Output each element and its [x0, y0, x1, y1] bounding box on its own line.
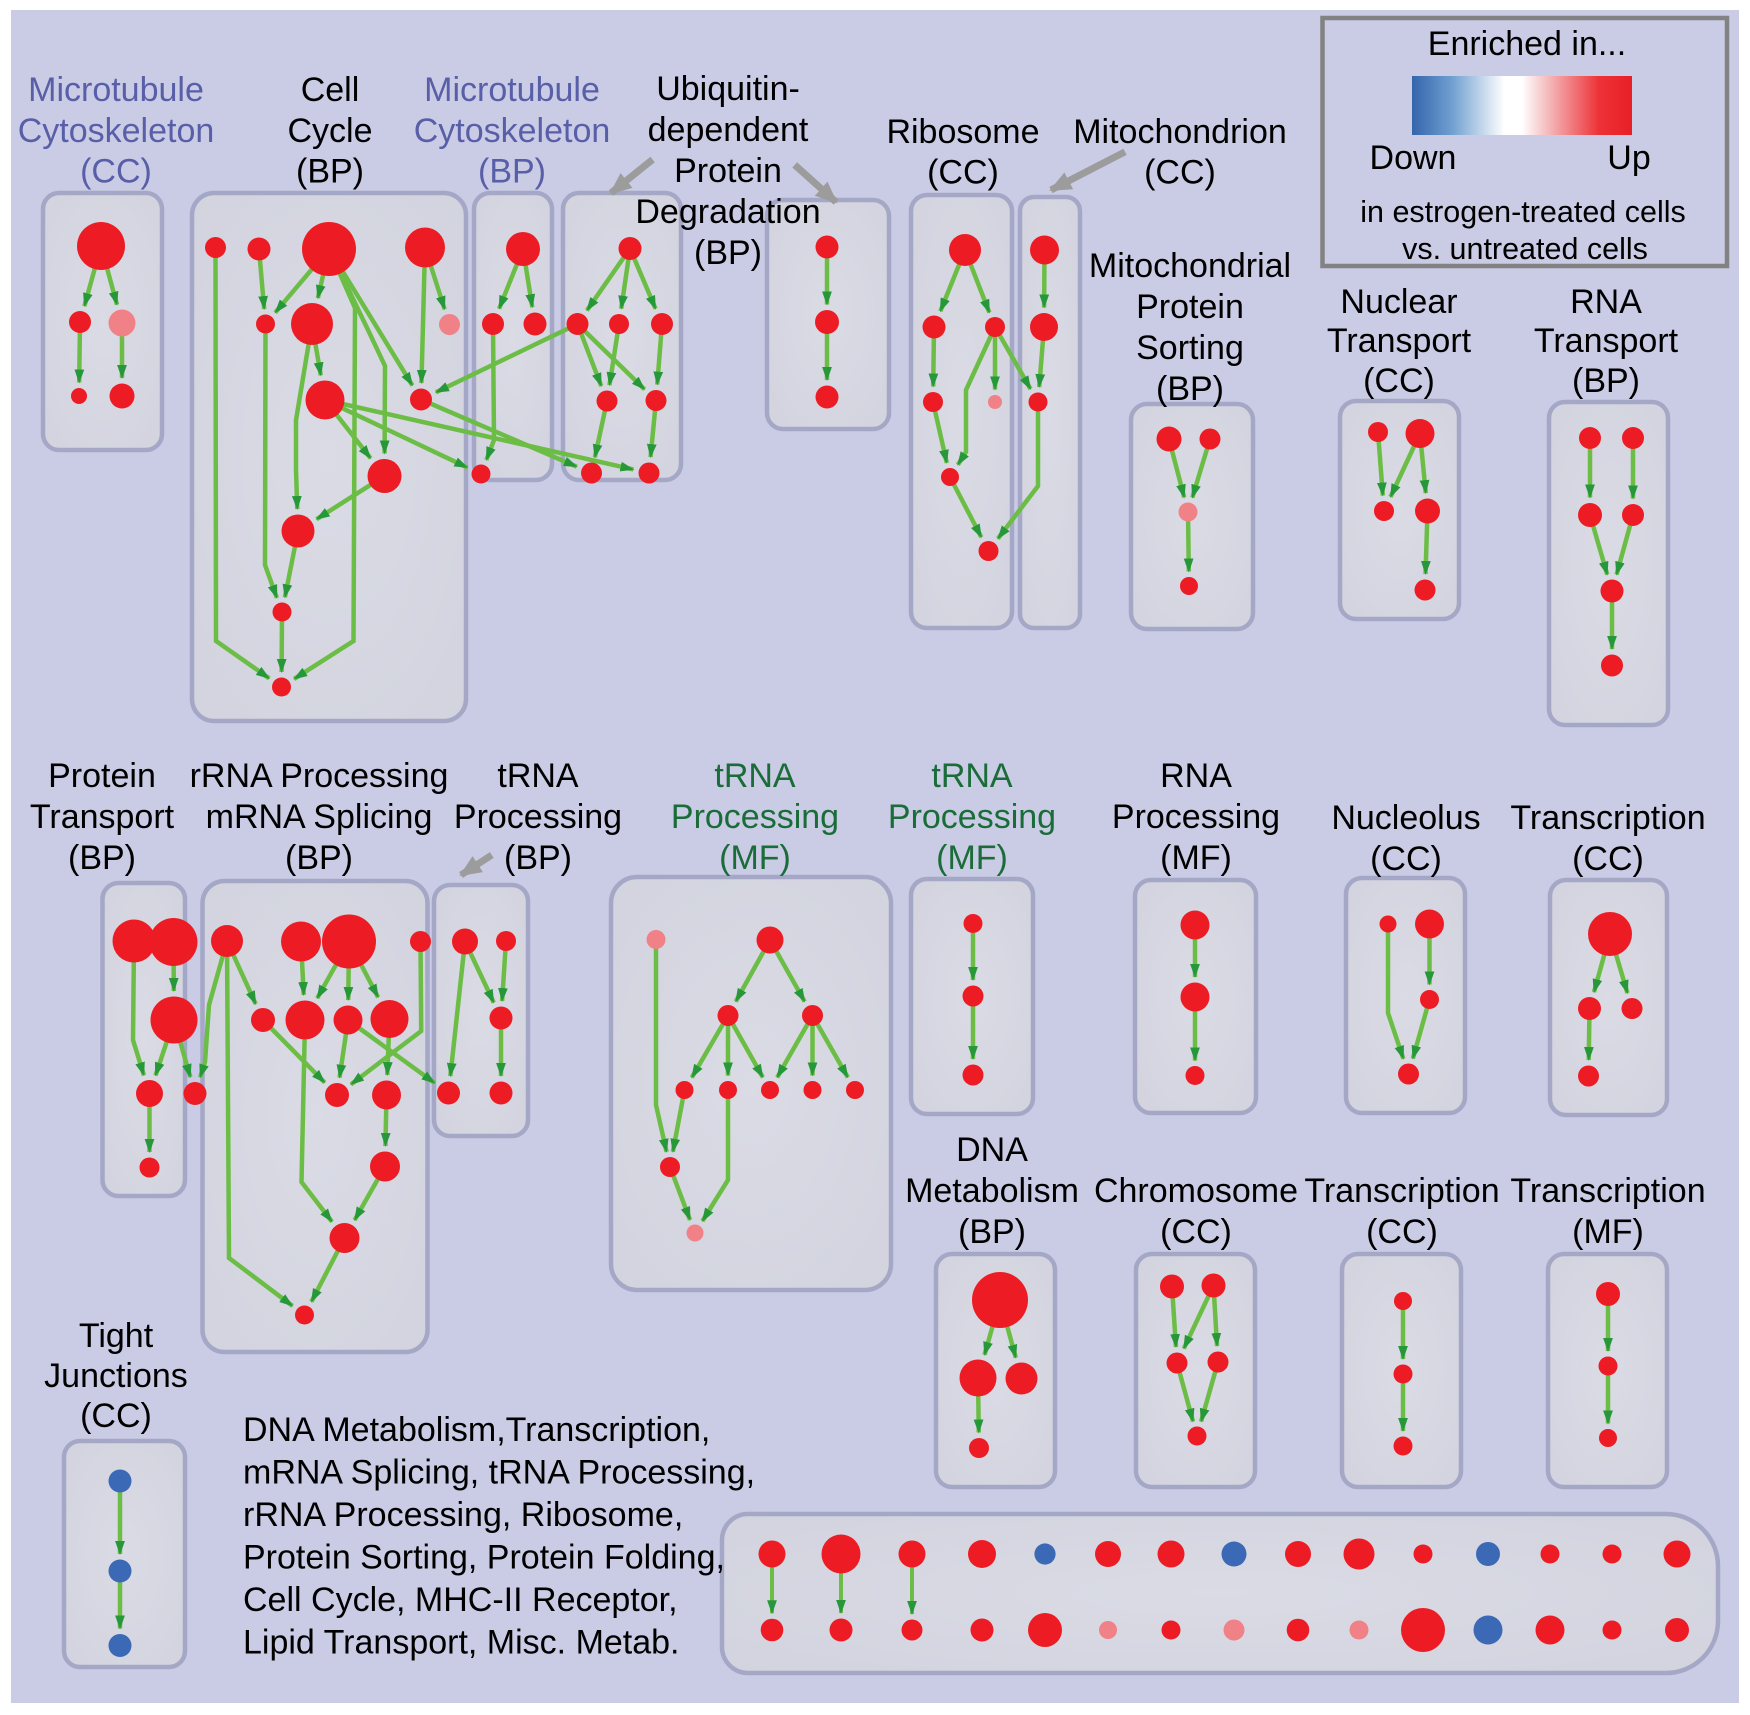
svg-text:Chromosome: Chromosome	[1094, 1172, 1298, 1210]
svg-text:in estrogen-treated cells: in estrogen-treated cells	[1360, 195, 1686, 229]
svg-text:Transport: Transport	[1534, 322, 1679, 360]
svg-text:Processing: Processing	[671, 798, 839, 836]
svg-text:RNA: RNA	[1160, 757, 1232, 795]
svg-text:(CC): (CC)	[80, 1397, 152, 1435]
svg-text:(CC): (CC)	[80, 153, 152, 191]
svg-text:Junctions: Junctions	[44, 1357, 188, 1395]
svg-text:(MF): (MF)	[936, 839, 1008, 877]
svg-text:Cycle: Cycle	[287, 112, 372, 150]
svg-text:Transport: Transport	[1327, 322, 1472, 360]
svg-text:Degradation: Degradation	[635, 193, 820, 231]
svg-text:(CC): (CC)	[927, 154, 999, 192]
svg-text:(BP): (BP)	[285, 839, 353, 877]
svg-text:(BP): (BP)	[1156, 370, 1224, 408]
svg-text:Down: Down	[1370, 139, 1457, 177]
svg-text:tRNA: tRNA	[714, 757, 796, 795]
svg-text:Transcription: Transcription	[1304, 1172, 1499, 1210]
svg-text:Microtubule: Microtubule	[424, 71, 600, 109]
svg-text:Protein: Protein	[1136, 288, 1244, 326]
svg-text:Cytoskeleton: Cytoskeleton	[18, 112, 215, 150]
svg-text:(BP): (BP)	[478, 153, 546, 191]
svg-text:Up: Up	[1607, 139, 1650, 177]
svg-text:Cell: Cell	[301, 71, 360, 109]
svg-text:rRNA Processing: rRNA Processing	[190, 757, 449, 795]
svg-text:Tight: Tight	[79, 1317, 154, 1355]
svg-text:(MF): (MF)	[1160, 839, 1232, 877]
svg-text:Processing: Processing	[1112, 798, 1280, 836]
svg-text:Nuclear: Nuclear	[1340, 283, 1457, 321]
svg-text:rRNA Processing, Ribosome,: rRNA Processing, Ribosome,	[243, 1496, 683, 1534]
svg-text:(BP): (BP)	[296, 153, 364, 191]
svg-text:RNA: RNA	[1570, 283, 1642, 321]
svg-text:(CC): (CC)	[1363, 362, 1435, 400]
svg-text:tRNA: tRNA	[497, 757, 579, 795]
svg-text:Transcription: Transcription	[1510, 1172, 1705, 1210]
svg-text:(BP): (BP)	[958, 1213, 1026, 1251]
svg-text:dependent: dependent	[648, 111, 809, 149]
svg-text:(CC): (CC)	[1144, 154, 1216, 192]
svg-text:(BP): (BP)	[694, 234, 762, 272]
svg-text:Transcription: Transcription	[1510, 799, 1705, 837]
svg-text:Sorting: Sorting	[1136, 329, 1244, 367]
svg-text:(MF): (MF)	[719, 839, 791, 877]
svg-text:Cytoskeleton: Cytoskeleton	[414, 112, 611, 150]
svg-text:(BP): (BP)	[1572, 362, 1640, 400]
svg-text:Mitochondrial: Mitochondrial	[1089, 247, 1291, 285]
svg-text:(BP): (BP)	[504, 839, 572, 877]
svg-text:(CC): (CC)	[1572, 840, 1644, 878]
svg-text:vs. untreated cells: vs. untreated cells	[1402, 232, 1648, 266]
svg-text:Protein: Protein	[48, 757, 156, 795]
svg-text:tRNA: tRNA	[931, 757, 1013, 795]
svg-text:(CC): (CC)	[1366, 1213, 1438, 1251]
svg-text:Protein: Protein	[674, 152, 782, 190]
svg-text:(CC): (CC)	[1160, 1213, 1232, 1251]
svg-text:Processing: Processing	[454, 798, 622, 836]
svg-text:(CC): (CC)	[1370, 840, 1442, 878]
svg-text:Ubiquitin-: Ubiquitin-	[656, 70, 800, 108]
svg-text:Nucleolus: Nucleolus	[1331, 799, 1480, 837]
svg-text:mRNA Splicing, tRNA Processing: mRNA Splicing, tRNA Processing,	[243, 1454, 755, 1492]
svg-text:Cell Cycle, MHC-II Receptor,: Cell Cycle, MHC-II Receptor,	[243, 1581, 678, 1619]
svg-text:(BP): (BP)	[68, 839, 136, 877]
svg-text:Lipid Transport, Misc. Metab.: Lipid Transport, Misc. Metab.	[243, 1624, 680, 1662]
svg-text:(MF): (MF)	[1572, 1213, 1644, 1251]
svg-text:DNA: DNA	[956, 1131, 1028, 1169]
svg-text:Microtubule: Microtubule	[28, 71, 204, 109]
svg-text:DNA Metabolism,Transcription,: DNA Metabolism,Transcription,	[243, 1411, 710, 1449]
svg-text:mRNA Splicing: mRNA Splicing	[206, 798, 433, 836]
svg-text:Transport: Transport	[30, 798, 175, 836]
svg-text:Metabolism: Metabolism	[905, 1172, 1079, 1210]
svg-text:Enriched in...: Enriched in...	[1428, 25, 1626, 63]
svg-text:Processing: Processing	[888, 798, 1056, 836]
svg-text:Mitochondrion: Mitochondrion	[1073, 113, 1287, 151]
svg-text:Ribosome: Ribosome	[886, 113, 1039, 151]
svg-text:Protein Sorting, Protein Foldi: Protein Sorting, Protein Folding,	[243, 1539, 725, 1577]
